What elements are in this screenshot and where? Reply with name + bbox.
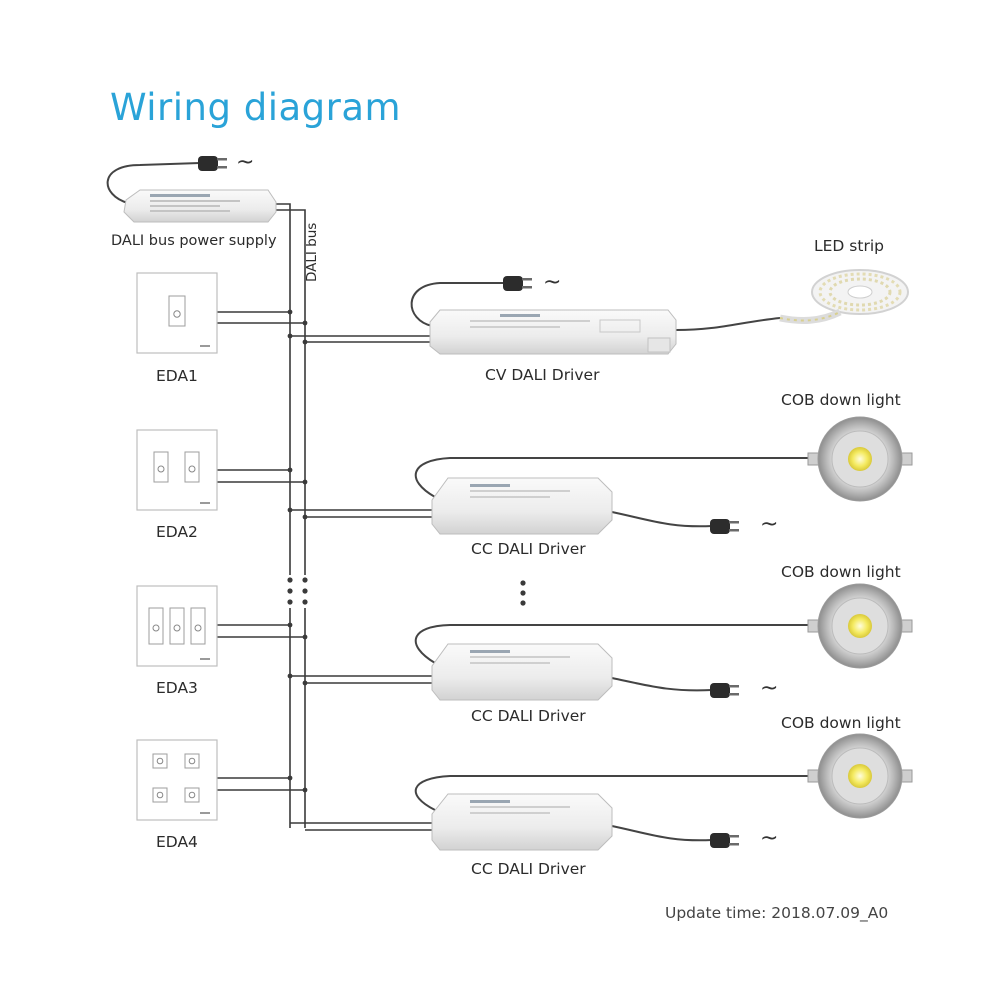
dali-bus-lines <box>270 203 306 828</box>
led-strip-label: LED strip <box>814 237 884 255</box>
cob-down-light <box>807 416 913 502</box>
plug-icon <box>710 683 739 698</box>
mains-cables <box>106 162 815 842</box>
eda2-label: EDA2 <box>156 523 198 541</box>
dali-bus-power-supply <box>123 189 277 223</box>
ac-symbol-cc2: ~ <box>760 676 779 701</box>
update-time: Update time: 2018.07.09_A0 <box>665 904 889 922</box>
cob-label-2: COB down light <box>781 563 901 581</box>
cc-dali-driver <box>431 793 613 851</box>
cob-down-light <box>807 583 913 669</box>
ac-symbol-cc3: ~ <box>760 826 779 851</box>
ac-symbol-cc1: ~ <box>760 512 779 537</box>
bus-power-supply-label: DALI bus power supply <box>111 233 277 249</box>
eda2-panel <box>136 429 218 511</box>
page-title: Wiring diagram <box>110 86 402 129</box>
plug-icon <box>503 276 532 291</box>
plug-icon <box>710 833 739 848</box>
dali-bus-label: DALI bus <box>304 222 320 282</box>
cv-driver-label: CV DALI Driver <box>485 366 600 384</box>
plug-icon <box>198 156 227 171</box>
eda1-panel <box>136 272 218 354</box>
cc-dali-driver <box>431 643 613 701</box>
ac-symbol-psu: ~ <box>236 150 255 175</box>
cob-label-1: COB down light <box>781 391 901 409</box>
cc-driver-label-1: CC DALI Driver <box>471 540 586 558</box>
eda4-label: EDA4 <box>156 833 198 851</box>
cob-label-3: COB down light <box>781 714 901 732</box>
cc-driver-label-2: CC DALI Driver <box>471 707 586 725</box>
cc-dali-driver <box>431 477 613 535</box>
junction-dots <box>287 309 308 793</box>
cob-down-light <box>807 733 913 819</box>
eda1-label: EDA1 <box>156 367 198 385</box>
cc-driver-label-3: CC DALI Driver <box>471 860 586 878</box>
led-strip-reel <box>779 269 909 324</box>
eda3-label: EDA3 <box>156 679 198 697</box>
bus-continuation-dots <box>287 577 526 606</box>
cv-dali-driver <box>429 309 677 355</box>
eda3-panel <box>136 585 218 667</box>
plug-icon <box>710 519 739 534</box>
eda4-panel <box>136 739 218 821</box>
bus-connections <box>217 311 432 831</box>
ac-symbol-cv: ~ <box>543 270 562 295</box>
